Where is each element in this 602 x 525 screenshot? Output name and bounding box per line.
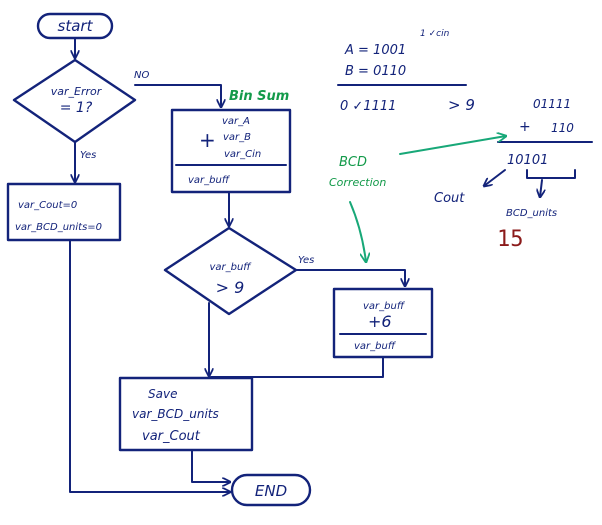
arrow-init-to-end	[69, 239, 231, 492]
example-plus: +	[519, 119, 531, 135]
init-line1: var_Cout=0	[18, 200, 77, 211]
green-arrow-to-correction	[349, 201, 366, 262]
cout-label: Cout	[434, 191, 465, 206]
bin-sum-title: Bin Sum	[229, 89, 289, 104]
save-line3: var_Cout	[142, 429, 201, 444]
correction-line2: +6	[368, 312, 392, 331]
decision-error-line1: var_Error	[51, 85, 103, 98]
end-terminal	[230, 473, 312, 507]
save-box	[118, 376, 254, 452]
arrow-buff-yes	[295, 269, 405, 287]
correction-result: var_buff	[354, 341, 397, 352]
example-operand: 01111	[533, 97, 571, 111]
correction-line1: var_buff	[363, 301, 406, 312]
bcd-units-value: 15	[497, 227, 524, 252]
bcd-correction-line2: Correction	[329, 176, 386, 189]
arrow-error-no	[134, 84, 221, 108]
example-cin-note: 1 ✓cin	[420, 29, 450, 39]
bin-sum-box	[170, 108, 292, 194]
example-compare: > 9	[448, 96, 475, 114]
decision-buff-line1: var_buff	[209, 262, 252, 273]
example-b-line: B = 0110	[345, 64, 406, 79]
bracket-bcd-units	[526, 169, 576, 179]
end-label: END	[255, 482, 287, 500]
green-arrow-to-six	[399, 136, 506, 155]
decision-buff-line2: > 9	[216, 278, 245, 297]
example-six: 110	[551, 121, 574, 135]
decision-buff-diamond	[163, 226, 298, 316]
arrow-to-cout	[484, 169, 506, 186]
example-a-line: A = 1001	[344, 43, 406, 58]
save-line2: var_BCD_units	[132, 407, 219, 421]
save-line1: Save	[148, 387, 177, 401]
example-result: 10101	[507, 153, 548, 168]
init-line2: var_BCD_units=0	[15, 222, 102, 233]
label-no: NO	[134, 70, 149, 81]
bcd-correction-line1: BCD	[339, 155, 367, 170]
label-yes-error: Yes	[80, 150, 96, 161]
arrow-save-to-end	[191, 449, 231, 482]
decision-error-line2: = 1?	[60, 100, 93, 116]
arrow-to-bcd-units	[540, 179, 542, 197]
bin-sum-b: var_B	[223, 132, 251, 143]
label-yes-buff: Yes	[298, 255, 314, 266]
init-box	[6, 182, 122, 242]
bin-sum-a: var_A	[222, 116, 250, 127]
arrow-correction-merge	[210, 356, 384, 378]
bcd-units-label: BCD_units	[506, 208, 557, 219]
bin-sum-result: var_buff	[188, 175, 231, 186]
start-label: start	[58, 17, 94, 35]
bin-sum-cin: var_Cin	[224, 149, 261, 160]
bin-sum-plus: +	[199, 128, 216, 152]
example-sum-line: 0 ✓1111	[340, 99, 396, 114]
